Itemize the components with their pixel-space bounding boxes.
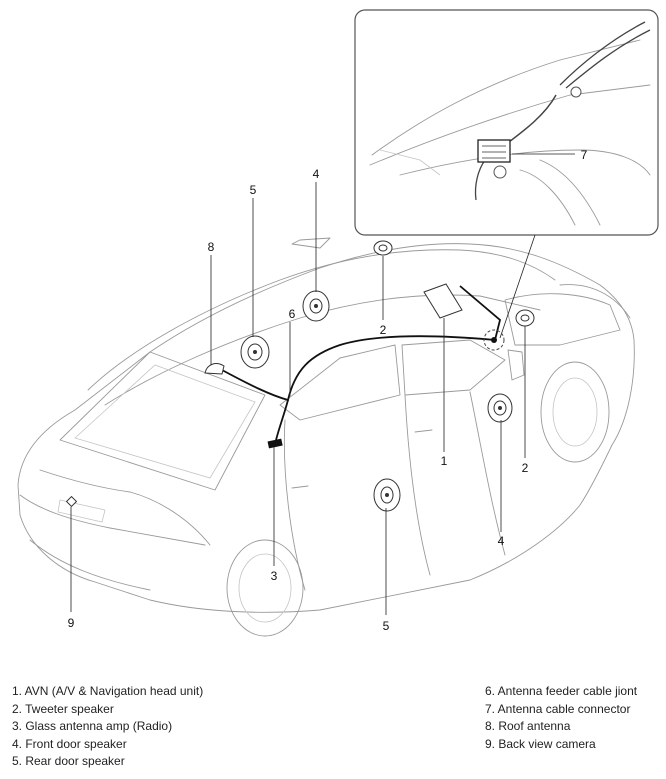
legend-item-8: 8. Roof antenna [485,719,571,734]
tweeter-speaker-left [373,240,393,256]
back-view-camera [65,495,78,508]
rear-door-speaker-left [240,335,270,369]
callout-5-rear-left: 5 [250,183,257,197]
inset-leader-line [499,234,536,339]
callout-3: 3 [271,569,278,583]
legend-item-3: 3. Glass antenna amp (Radio) [12,719,173,734]
legend-item-1: 1. AVN (A/V & Navigation head unit) [12,684,204,698]
legend-item-4: 4. Front door speaker [12,736,127,751]
legend-item-6: 6. Antenna feeder cable jiont [485,684,638,698]
legend-item-9: 9. Back view camera [485,736,596,751]
callout-2-tweeter-left: 2 [380,323,387,337]
car-outline [17,237,635,637]
legend-right: 6. Antenna feeder cable jiont 7. Antenna… [485,683,637,753]
callout-4-front-left: 4 [313,167,320,181]
callout-8: 8 [208,240,215,254]
callout-5-rear-right: 5 [383,619,390,633]
legend-item-5: 5. Rear door speaker [12,754,125,769]
front-door-speaker-left [302,290,330,322]
callout-6: 6 [289,307,296,321]
glass-antenna-amp [267,438,283,449]
antenna-cable-connector-point [483,329,505,351]
rear-door-speaker-right [373,478,401,512]
callout-2-tweeter-right: 2 [522,461,529,475]
callout-4-front-right: 4 [498,534,505,548]
callout-labels: 1 2 2 3 4 4 5 5 6 7 8 9 [68,148,588,633]
callout-9: 9 [68,616,75,630]
callout-7: 7 [581,148,588,162]
callout-1: 1 [441,454,448,468]
antenna-cable [221,285,502,402]
roof-antenna [204,363,225,375]
antenna-cable-connector-shape [477,139,511,163]
legend-left: 1. AVN (A/V & Navigation head unit) 2. T… [12,683,203,771]
front-door-speaker-right [487,393,513,423]
audio-system-diagram: 1 2 2 3 4 4 5 5 6 7 8 9 [17,9,659,637]
legend-item-2: 2. Tweeter speaker [12,701,114,716]
leader-lines [70,182,526,615]
avn-head-unit [423,283,463,319]
legend-item-7: 7. Antenna cable connector [485,701,631,716]
inset-detail-box [354,9,659,236]
tweeter-speaker-right [515,309,535,327]
